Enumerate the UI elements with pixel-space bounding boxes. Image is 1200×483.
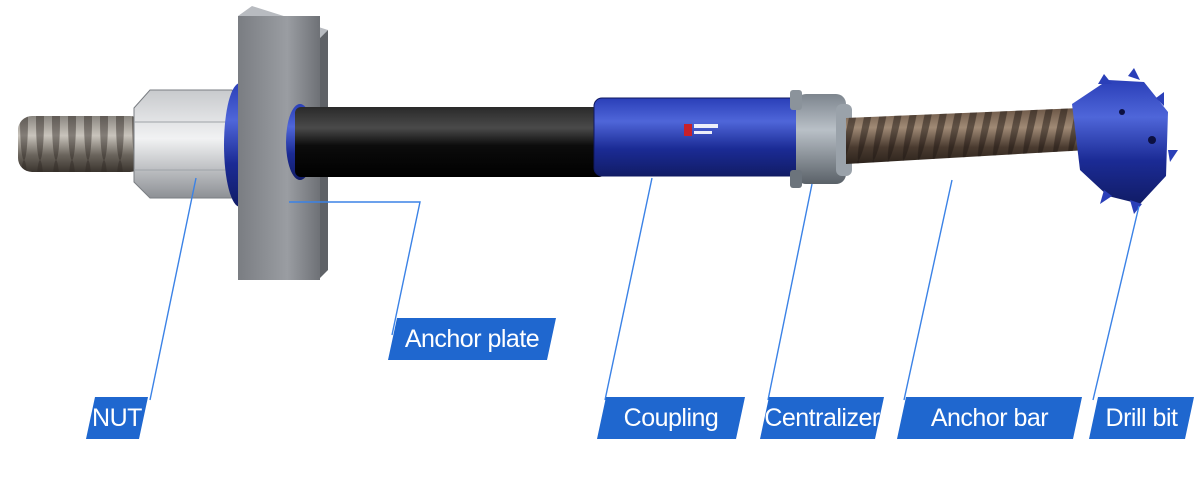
anchor-plate-leader-line (289, 201, 421, 336)
drill-bit-leader-line (1092, 205, 1140, 401)
anchor-bar (846, 108, 1088, 164)
nut-leader-line (149, 177, 197, 401)
coupling (593, 97, 805, 177)
label-centralizer: Centralizer (760, 397, 884, 439)
coupling-leader-line (604, 177, 653, 401)
label-nut: NUT (86, 397, 148, 439)
logo-mark (694, 131, 712, 134)
centralizer (790, 90, 852, 188)
label-anchor-bar: Anchor bar (897, 397, 1082, 439)
left-thread-end (18, 116, 144, 172)
label-coupling: Coupling (597, 397, 745, 439)
centralizer-leader-line (767, 183, 813, 401)
anchor-bar-leader-line (903, 179, 953, 401)
black-sleeve (295, 107, 605, 177)
label-drill-bit: Drill bit (1089, 397, 1194, 439)
label-anchor-plate: Anchor plate (388, 318, 556, 360)
leader-lines (149, 177, 1140, 401)
logo-mark (684, 124, 692, 136)
drill-bit (1072, 68, 1178, 214)
logo-mark (694, 124, 718, 128)
